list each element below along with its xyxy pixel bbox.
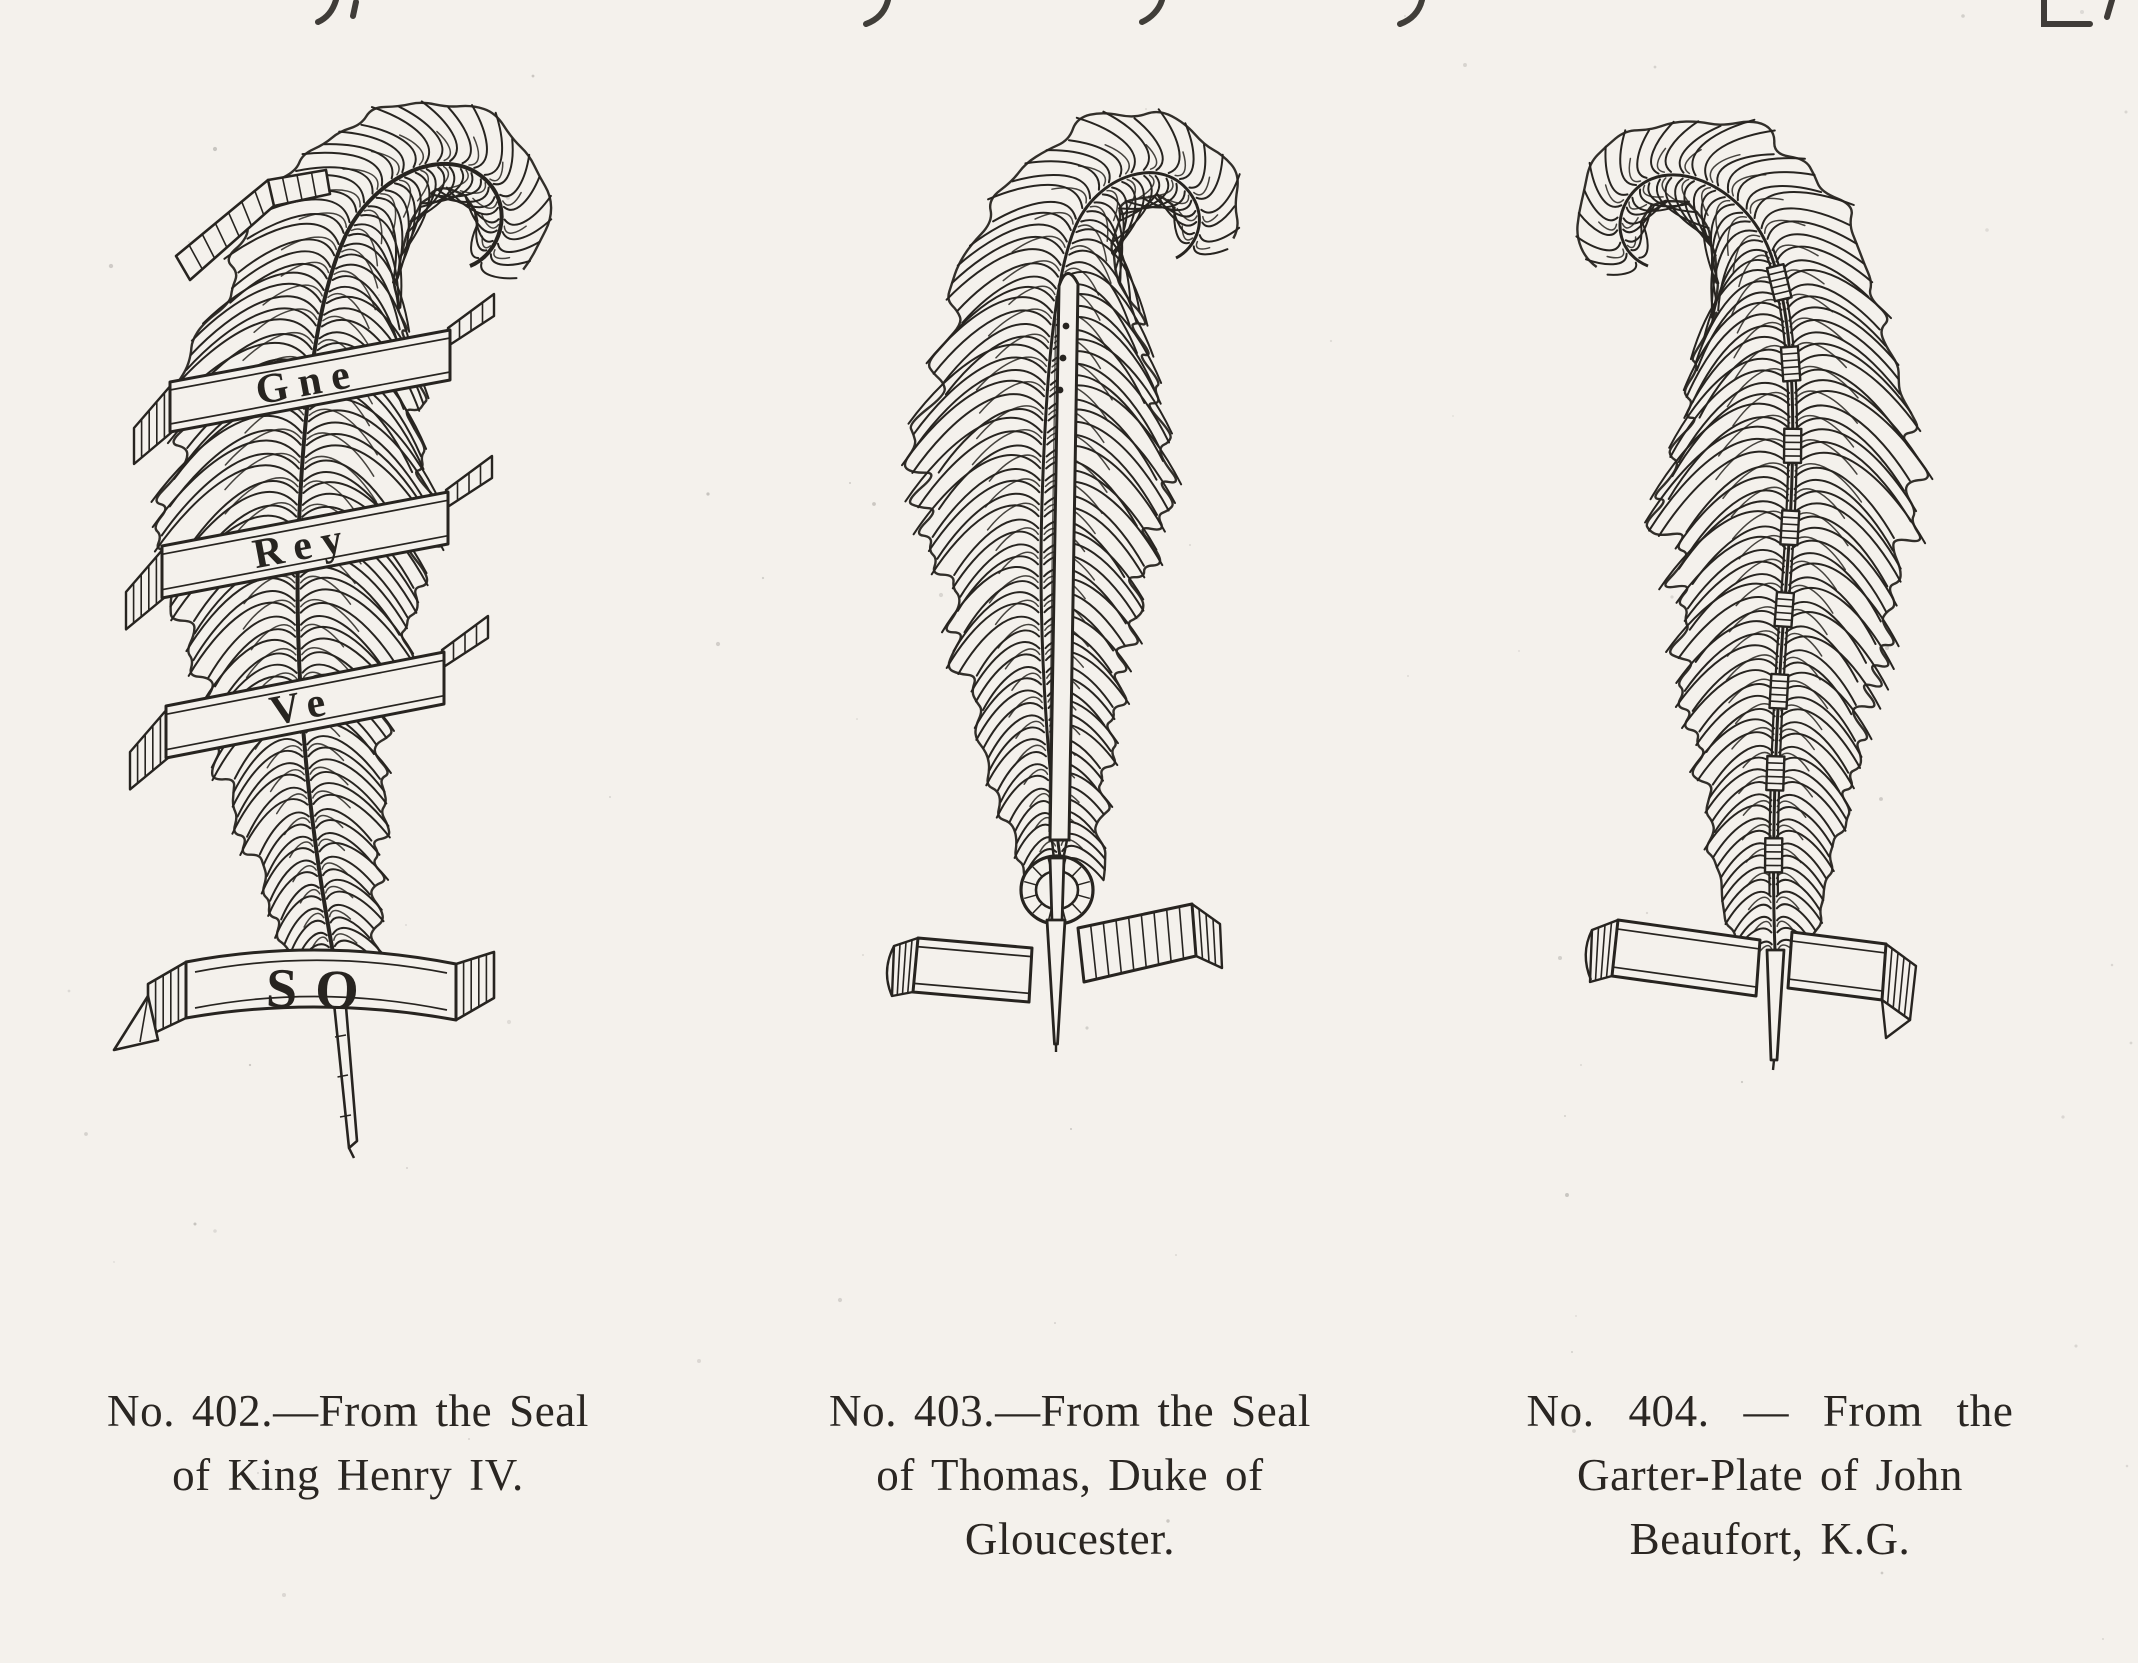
scroll-band-label: Rey [249,514,356,578]
figure-402-caption: No. 402.—From the Seal of King Henry IV. [18,1380,678,1508]
caption-line: No. 403.—From the Seal [829,1386,1311,1436]
figure-403-caption: No. 403.—From the Seal of Thomas, Duke o… [730,1380,1410,1572]
cropped-print-line-fragments [315,0,2115,27]
scroll-band-label: Gne [252,350,363,414]
caption-line: Beaufort, K.G. [1629,1513,1911,1564]
paper-speckles [67,10,2133,1641]
caption-line: Garter-Plate of John [1577,1449,1963,1500]
caption-line: No. 402.—From the Seal [107,1386,589,1436]
caption-line: of King Henry IV. [172,1449,524,1500]
feather-badge-illustration-403 [885,108,1241,1052]
figure-403: No. 403.—From the Seal of Thomas, Duke o… [730,34,1410,1572]
figure-404: No. 404. — From the Garter-Plate of John… [1420,34,2120,1572]
caption-line: of Thomas, Duke of [876,1449,1264,1500]
figure-404-caption: No. 404. — From the Garter-Plate of John… [1420,1380,2120,1572]
caption-line: Gloucester. [964,1513,1176,1564]
feather-badge-illustration-404 [1575,118,1934,1071]
base-scroll-label: SO [265,958,377,1023]
caption-line: No. 404. — From the [1526,1386,2014,1436]
